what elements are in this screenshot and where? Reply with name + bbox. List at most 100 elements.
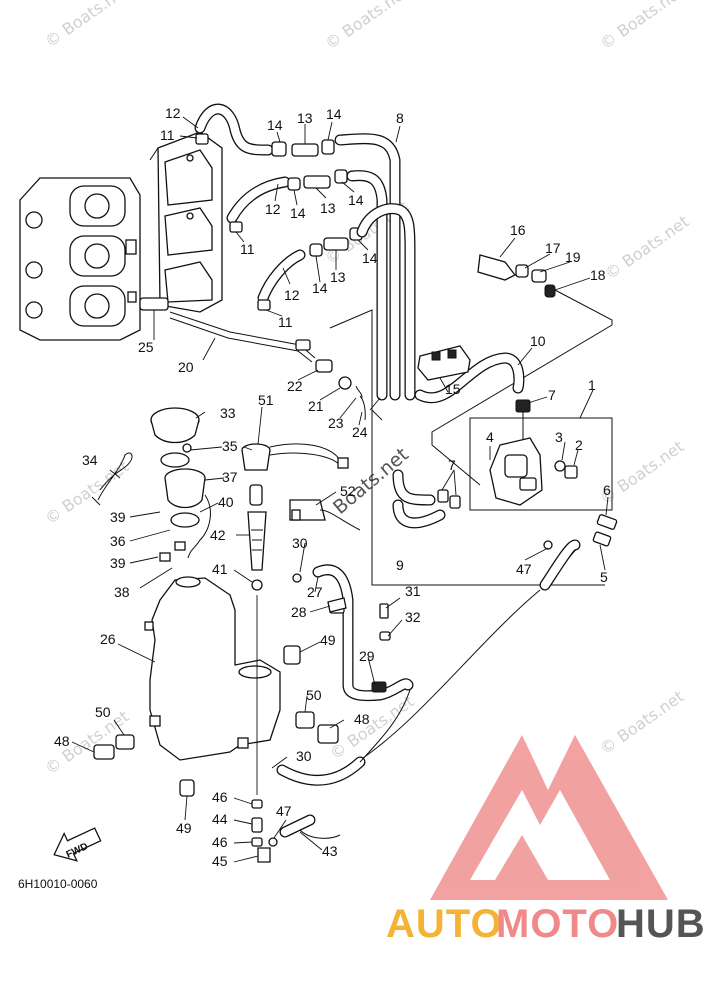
callout-9: 9	[396, 557, 404, 573]
callout-48b: 48	[354, 711, 370, 727]
automotohub-logo-mark	[430, 735, 668, 900]
parts-16-19	[477, 254, 556, 298]
hose-9	[392, 469, 446, 529]
callout-5: 5	[600, 569, 608, 585]
callout-14f: 14	[362, 250, 378, 266]
intake-manifold-illustration	[149, 131, 223, 313]
callout-42: 42	[210, 527, 226, 543]
callout-29: 29	[359, 648, 375, 664]
hose-10	[414, 352, 525, 404]
engine-block-illustration	[19, 177, 141, 341]
callout-39a: 39	[110, 509, 126, 525]
strap-34	[91, 452, 133, 506]
hose-47-right	[539, 539, 581, 591]
callout-45: 45	[212, 853, 228, 869]
callout-31: 31	[405, 583, 421, 599]
callout-21: 21	[308, 398, 324, 414]
callout-46b: 46	[212, 834, 228, 850]
callout-37: 37	[222, 469, 238, 485]
callout-52: 52	[340, 483, 356, 499]
small-parts-21-24	[315, 359, 366, 421]
callout-36: 36	[110, 533, 126, 549]
callout-12b: 12	[265, 201, 281, 217]
callout-11c: 11	[278, 314, 293, 330]
callout-14a: 14	[267, 117, 283, 133]
callout-14b: 14	[326, 106, 342, 122]
callout-11a: 11	[160, 127, 175, 143]
callout-50a: 50	[95, 704, 111, 720]
return-line	[299, 589, 541, 839]
fuel-line-20	[139, 297, 316, 363]
fwd-arrow-icon: FWD	[53, 827, 102, 862]
callout-46a: 46	[212, 789, 228, 805]
watermark: © Boats.net	[326, 692, 417, 764]
clamp-15	[417, 345, 471, 381]
watermark: © Boats.net	[41, 0, 132, 51]
callout-41: 41	[212, 561, 228, 577]
callout-50b: 50	[306, 687, 322, 703]
callout-14d: 14	[348, 192, 364, 208]
callout-13b: 13	[320, 200, 336, 216]
callout-33: 33	[220, 405, 236, 421]
sender-tube-42	[247, 511, 267, 591]
brand-word-moto: MOTO	[496, 902, 619, 946]
callout-32: 32	[405, 609, 421, 625]
fuel-hoses-8	[334, 133, 416, 401]
callout-1: 1	[588, 377, 596, 393]
leader-lines	[71, 116, 609, 863]
callout-14c: 14	[290, 205, 306, 221]
callout-43: 43	[322, 843, 338, 859]
callout-16: 16	[510, 222, 526, 238]
fuel-hoses-12	[194, 103, 306, 304]
watermark: © Boats.net	[596, 0, 687, 53]
callout-6: 6	[603, 482, 611, 498]
callout-10: 10	[530, 333, 546, 349]
callout-12c: 12	[284, 287, 300, 303]
filler-neck-37	[159, 468, 211, 562]
callout-2: 2	[575, 437, 583, 453]
fuel-pump-assembly	[437, 399, 618, 547]
callout-34: 34	[82, 452, 98, 468]
callout-30b: 30	[296, 748, 312, 764]
callout-49b: 49	[176, 820, 192, 836]
bolts-31-32	[379, 603, 391, 641]
sender-51-and-harness-52	[241, 443, 361, 531]
dashed-routing-lines	[329, 289, 613, 586]
callout-labels: 1 2 3 4 5 6 7 7 8 9 10 11 11 11 12 12 12…	[54, 105, 611, 869]
callout-28: 28	[291, 604, 307, 620]
callout-7a: 7	[548, 387, 556, 403]
callout-47b: 47	[276, 803, 292, 819]
callout-40: 40	[218, 494, 234, 510]
callout-17: 17	[545, 240, 561, 256]
watermark: © Boats.net	[596, 687, 687, 759]
callout-27: 27	[307, 584, 323, 600]
brand-word-auto: AUTO	[386, 902, 503, 946]
callout-22: 22	[287, 378, 303, 394]
callout-13a: 13	[297, 110, 313, 126]
callout-7b: 7	[448, 457, 456, 473]
hose-fittings-13-14	[195, 133, 363, 311]
callout-48a: 48	[54, 733, 70, 749]
callout-19: 19	[565, 249, 581, 265]
brand-word-hub: HUB	[616, 902, 706, 946]
callout-8: 8	[396, 110, 404, 126]
automotohub-wordmark: AUTO MOTO HUB	[386, 902, 706, 946]
callout-14e: 14	[312, 280, 328, 296]
callout-51: 51	[258, 392, 274, 408]
callout-3: 3	[555, 429, 563, 445]
clip-28	[327, 597, 347, 613]
hose-43-and-small-parts	[251, 595, 316, 863]
callout-35: 35	[222, 438, 238, 454]
callout-15: 15	[445, 381, 461, 397]
cap-33	[150, 407, 200, 468]
callout-20: 20	[178, 359, 194, 375]
diagram-code: 6H10010-0060	[18, 877, 98, 891]
callout-4: 4	[486, 429, 494, 445]
callout-44: 44	[212, 811, 228, 827]
callout-12a: 12	[165, 105, 181, 121]
drain-plugs-48-50	[93, 645, 339, 797]
watermark: © Boats.net	[321, 0, 412, 53]
callout-49a: 49	[320, 632, 336, 648]
callout-26: 26	[100, 631, 116, 647]
